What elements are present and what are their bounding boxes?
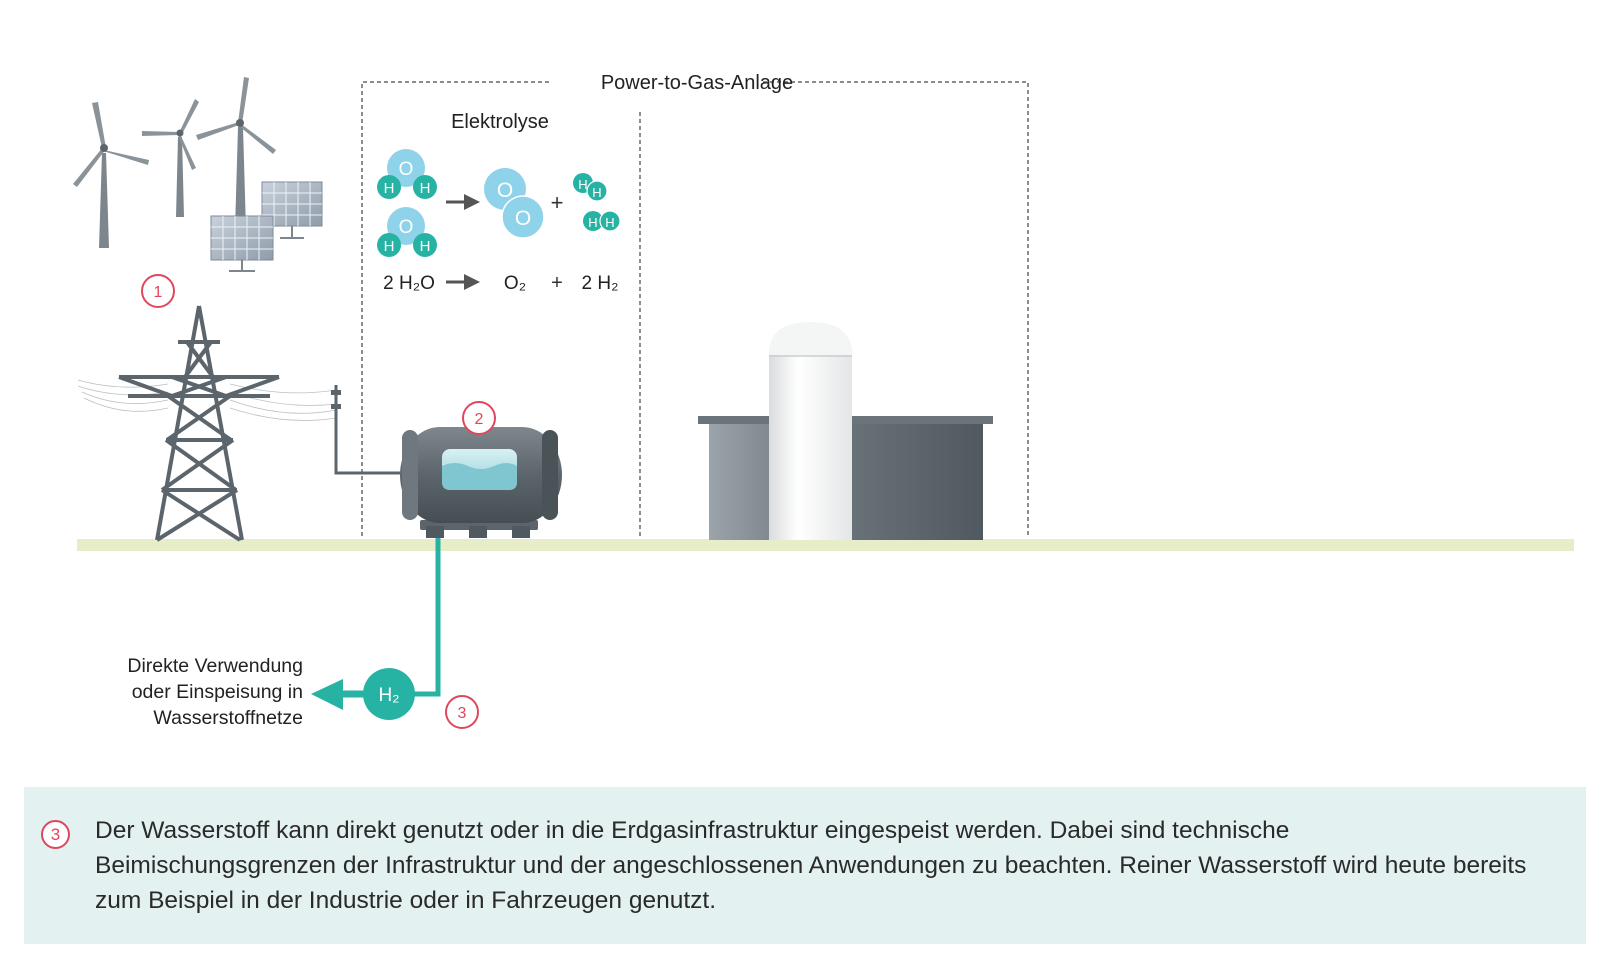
svg-text:O: O [399, 159, 414, 180]
oxygen-molecule: O O [484, 168, 545, 239]
equation-arrow-icon [446, 274, 480, 290]
svg-text:H: H [605, 215, 614, 230]
svg-text:H: H [592, 185, 601, 200]
info-text: Der Wasserstoff kann direkt genutzt oder… [95, 817, 1527, 914]
wind-turbine-icon [142, 99, 199, 217]
svg-text:H: H [578, 177, 587, 192]
wind-turbine-icon [73, 102, 149, 248]
storage-silo-icon [698, 322, 993, 540]
svg-text:O: O [515, 207, 531, 230]
marker-2: 2 [462, 401, 496, 435]
power-cable [331, 385, 400, 475]
reaction-plus: + [551, 190, 564, 215]
hydrogen-molecule-2: H H [583, 210, 621, 232]
svg-text:3: 3 [458, 705, 467, 722]
electrolyzer-tank-icon [400, 427, 562, 538]
power-pylon-icon [118, 305, 280, 542]
info-box: 3 Der Wasserstoff kann direkt genutzt od… [24, 787, 1586, 944]
equation-product-2: 2 H₂ [582, 273, 619, 294]
arrow-left-icon [311, 679, 343, 710]
info-marker-3: 3 [41, 820, 70, 849]
hydrogen-output-molecule: H₂ [363, 668, 415, 720]
equation-product-1: O₂ [504, 273, 526, 294]
svg-text:O: O [497, 179, 513, 202]
svg-text:H: H [588, 215, 597, 230]
svg-text:oder Einspeisung in: oder Einspeisung in [132, 681, 303, 703]
marker-3: 3 [445, 695, 479, 729]
solar-panel-icon [210, 215, 274, 272]
svg-text:O: O [399, 217, 414, 238]
svg-text:H: H [384, 238, 395, 255]
water-molecule-1: O H H [377, 149, 437, 199]
power-to-gas-frame [361, 81, 1029, 536]
water-molecule-2: O H H [377, 207, 437, 257]
power-lines [77, 379, 337, 421]
svg-text:H: H [384, 180, 395, 197]
ground-line [77, 539, 1574, 551]
electrolysis-title: Elektrolyse [451, 111, 549, 133]
wind-turbine-icon [196, 77, 276, 230]
marker-1: 1 [141, 274, 175, 308]
svg-text:1: 1 [154, 284, 163, 301]
svg-text:H: H [420, 238, 431, 255]
svg-text:H: H [420, 180, 431, 197]
svg-text:H₂: H₂ [378, 685, 399, 706]
frame-title: Power-to-Gas-Anlage [601, 72, 793, 94]
reaction-arrow-icon [446, 194, 480, 210]
equation-left: 2 H₂O [383, 273, 435, 294]
svg-text:Wasserstoffnetze: Wasserstoffnetze [153, 707, 303, 729]
svg-text:Direkte Verwendung: Direkte Verwendung [127, 655, 303, 677]
equation-plus: + [551, 272, 563, 294]
output-label: Direkte Verwendung oder Einspeisung in W… [127, 655, 303, 729]
svg-text:2: 2 [475, 411, 484, 428]
hydrogen-molecule-1: H H [573, 173, 608, 202]
